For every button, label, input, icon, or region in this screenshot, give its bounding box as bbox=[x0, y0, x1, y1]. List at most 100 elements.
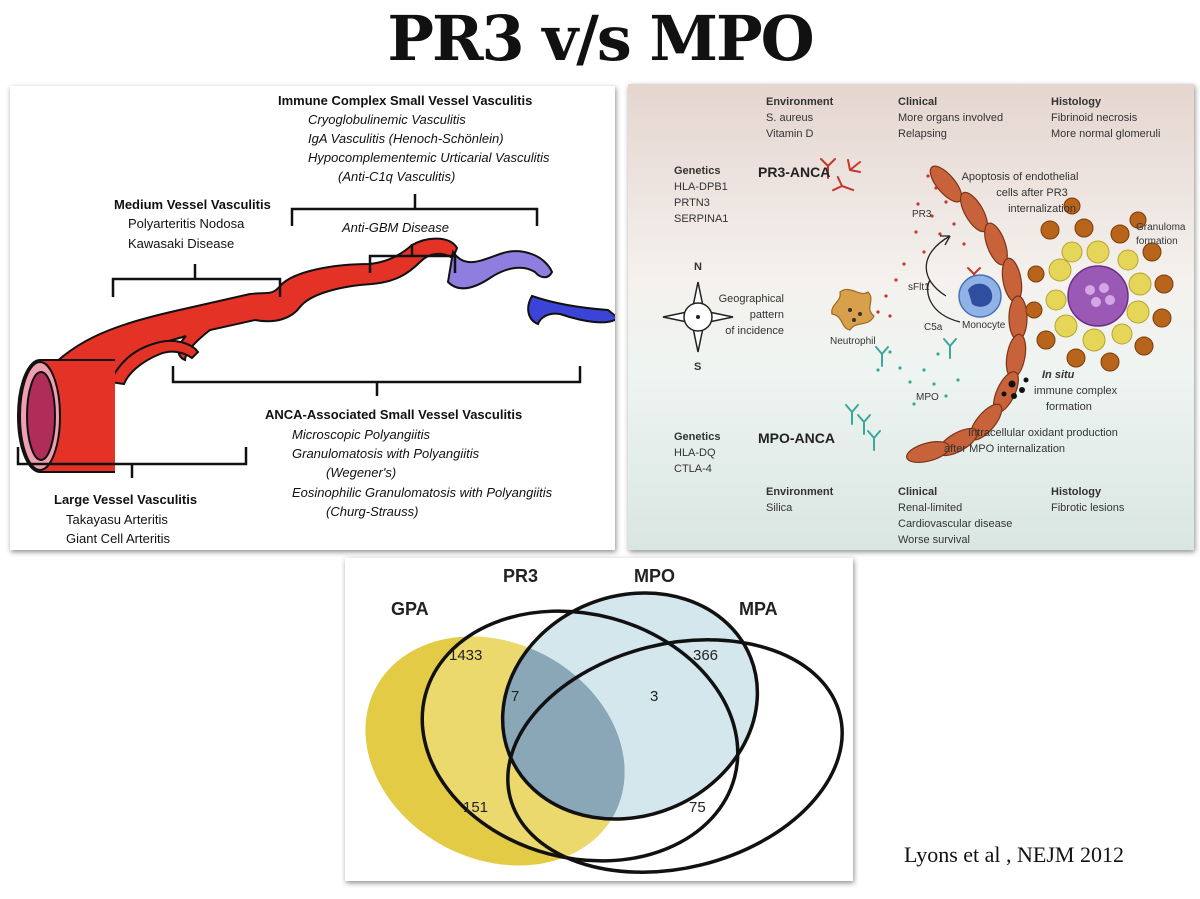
anti-gbm-label: Anti-GBM Disease bbox=[341, 220, 449, 235]
geo-label: of incidence bbox=[725, 325, 784, 337]
mpo-particles bbox=[876, 350, 960, 406]
pr3-particles bbox=[876, 174, 966, 318]
compass-north: N bbox=[694, 261, 702, 273]
clinical-item: Worse survival bbox=[898, 534, 970, 546]
venn-pr3-outline bbox=[420, 609, 740, 863]
large-vessel-heading: Large Vessel Vasculitis bbox=[54, 492, 197, 507]
bracket-medium bbox=[111, 264, 282, 297]
in-situ-label: formation bbox=[1046, 401, 1092, 413]
venn-count-all: 151 bbox=[463, 799, 488, 816]
histology-item: Fibrinoid necrosis bbox=[1051, 112, 1138, 124]
anca-item: Eosinophilic Granulomatosis with Polyang… bbox=[292, 485, 553, 500]
bracket-immune-complex bbox=[290, 194, 539, 226]
geo-label: pattern bbox=[750, 309, 784, 321]
immune-item: Cryoglobulinemic Vasculitis bbox=[308, 112, 466, 127]
citation: Lyons et al , NEJM 2012 bbox=[904, 842, 1124, 867]
granuloma-cluster bbox=[1025, 197, 1174, 372]
vessel-aorta-body bbox=[40, 360, 115, 472]
clinical-item: Renal-limited bbox=[898, 502, 962, 514]
neutrophil-cell bbox=[831, 288, 875, 331]
immune-item: IgA Vasculitis (Henoch-Schönlein) bbox=[308, 131, 504, 146]
bracket-anca bbox=[171, 366, 582, 396]
compass-icon bbox=[662, 281, 734, 353]
venn-count-gpa-pr3: 1433 bbox=[449, 647, 482, 664]
in-situ-label: In situ bbox=[1042, 369, 1075, 381]
vessel-capillary bbox=[446, 249, 554, 290]
brackets bbox=[16, 194, 582, 478]
venn-label-mpa: MPA bbox=[739, 599, 778, 619]
immune-item: Hypocomplementemic Urticarial Vasculitis bbox=[308, 150, 550, 165]
mpo-anca-label: MPO-ANCA bbox=[758, 430, 835, 446]
venn-mpa-outline bbox=[506, 638, 844, 874]
medium-item: Polyarteritis Nodosa bbox=[128, 216, 245, 231]
env-heading-top: Environment bbox=[766, 96, 834, 108]
apoptosis-label: cells after PR3 bbox=[996, 187, 1068, 199]
env-heading-bottom: Environment bbox=[766, 486, 834, 498]
vessel-classification-diagram: Immune Complex Small Vessel Vasculitis C… bbox=[16, 93, 615, 546]
monocyte-label: Monocyte bbox=[962, 320, 1006, 331]
anca-item: Granulomatosis with Polyangiitis bbox=[292, 446, 480, 461]
anca-heading: ANCA-Associated Small Vessel Vasculitis bbox=[265, 407, 522, 422]
histology-heading-top: Histology bbox=[1051, 96, 1102, 108]
vessel-vein bbox=[527, 294, 615, 326]
genetics-item: SERPINA1 bbox=[674, 213, 728, 225]
histology-item: Fibrotic lesions bbox=[1051, 502, 1125, 514]
venn-label-pr3: PR3 bbox=[503, 566, 538, 586]
genetics-item: CTLA-4 bbox=[674, 463, 712, 475]
genetics-item: PRTN3 bbox=[674, 197, 710, 209]
page-title: PR3 v/s MPO bbox=[387, 2, 814, 75]
vessel-classification-panel: Immune Complex Small Vessel Vasculitis C… bbox=[10, 86, 615, 550]
clinical-heading-bottom: Clinical bbox=[898, 486, 937, 498]
mpo-label: MPO bbox=[916, 392, 939, 403]
immune-item: (Anti-C1q Vasculitis) bbox=[338, 169, 455, 184]
apoptosis-label: Apoptosis of endothelial bbox=[962, 171, 1079, 183]
venn-panel: GPA PR3 MPO MPA 1433 7 3 366 151 75 bbox=[345, 558, 853, 881]
histology-heading-bottom: Histology bbox=[1051, 486, 1102, 498]
venn-label-gpa: GPA bbox=[391, 599, 429, 619]
intracellular-label: Intracellular oxidant production bbox=[968, 427, 1118, 439]
clinical-heading-top: Clinical bbox=[898, 96, 937, 108]
geo-label: Geographical bbox=[719, 293, 784, 305]
vessel-labels: Immune Complex Small Vessel Vasculitis C… bbox=[54, 93, 553, 546]
monocyte-cell bbox=[958, 274, 1002, 318]
vessel-tree bbox=[17, 237, 615, 473]
mpo-antibodies bbox=[845, 338, 957, 451]
granuloma-label: Granuloma bbox=[1136, 222, 1186, 233]
c5a-arrow bbox=[927, 279, 961, 323]
bracket-anti-gbm bbox=[368, 244, 457, 273]
granuloma-label: formation bbox=[1136, 236, 1178, 247]
venn-count-mpo-mpa: 366 bbox=[693, 647, 718, 664]
venn-diagram: GPA PR3 MPO MPA 1433 7 3 366 151 75 bbox=[365, 566, 844, 874]
anca-comparison-diagram: Environment S. aureus Vitamin D Clinical… bbox=[628, 84, 1194, 550]
medium-vessel-heading: Medium Vessel Vasculitis bbox=[114, 197, 271, 212]
venn-mpo-outline bbox=[500, 591, 760, 821]
env-item: Vitamin D bbox=[766, 128, 814, 140]
pr3-anca-label: PR3-ANCA bbox=[758, 164, 830, 180]
large-item: Takayasu Arteritis bbox=[66, 512, 168, 527]
clinical-item: More organs involved bbox=[898, 112, 1003, 124]
genetics-item: HLA-DPB1 bbox=[674, 181, 728, 193]
neutrophil-label: Neutrophil bbox=[830, 336, 876, 347]
anca-item: (Churg-Strauss) bbox=[326, 504, 418, 519]
anca-comparison-panel: Environment S. aureus Vitamin D Clinical… bbox=[628, 84, 1194, 550]
pr3-label: PR3 bbox=[912, 209, 932, 220]
clinical-item: Relapsing bbox=[898, 128, 947, 140]
immune-complex-dots bbox=[1001, 377, 1029, 399]
venn-count-pr3-mpa: 75 bbox=[689, 799, 706, 816]
medium-item: Kawasaki Disease bbox=[128, 236, 234, 251]
intracellular-label: after MPO internalization bbox=[944, 443, 1065, 455]
venn-count-gpa-pr3-mpo: 7 bbox=[511, 688, 519, 705]
large-item: Giant Cell Arteritis bbox=[66, 531, 171, 546]
env-item: Silica bbox=[766, 502, 793, 514]
immune-complex-heading: Immune Complex Small Vessel Vasculitis bbox=[278, 93, 532, 108]
in-situ-label: immune complex bbox=[1034, 385, 1118, 397]
pr3-antibodies bbox=[820, 158, 981, 285]
genetics-heading-pr3: Genetics bbox=[674, 165, 720, 177]
env-item: S. aureus bbox=[766, 112, 814, 124]
venn-label-mpo: MPO bbox=[634, 566, 675, 586]
apoptosis-label: internalization bbox=[1008, 203, 1076, 215]
c5a-label: C5a bbox=[924, 322, 943, 333]
venn-count-pr3-mpo-mpa: 3 bbox=[650, 688, 658, 705]
histology-item: More normal glomeruli bbox=[1051, 128, 1160, 140]
vessel-arteriole bbox=[108, 340, 200, 386]
